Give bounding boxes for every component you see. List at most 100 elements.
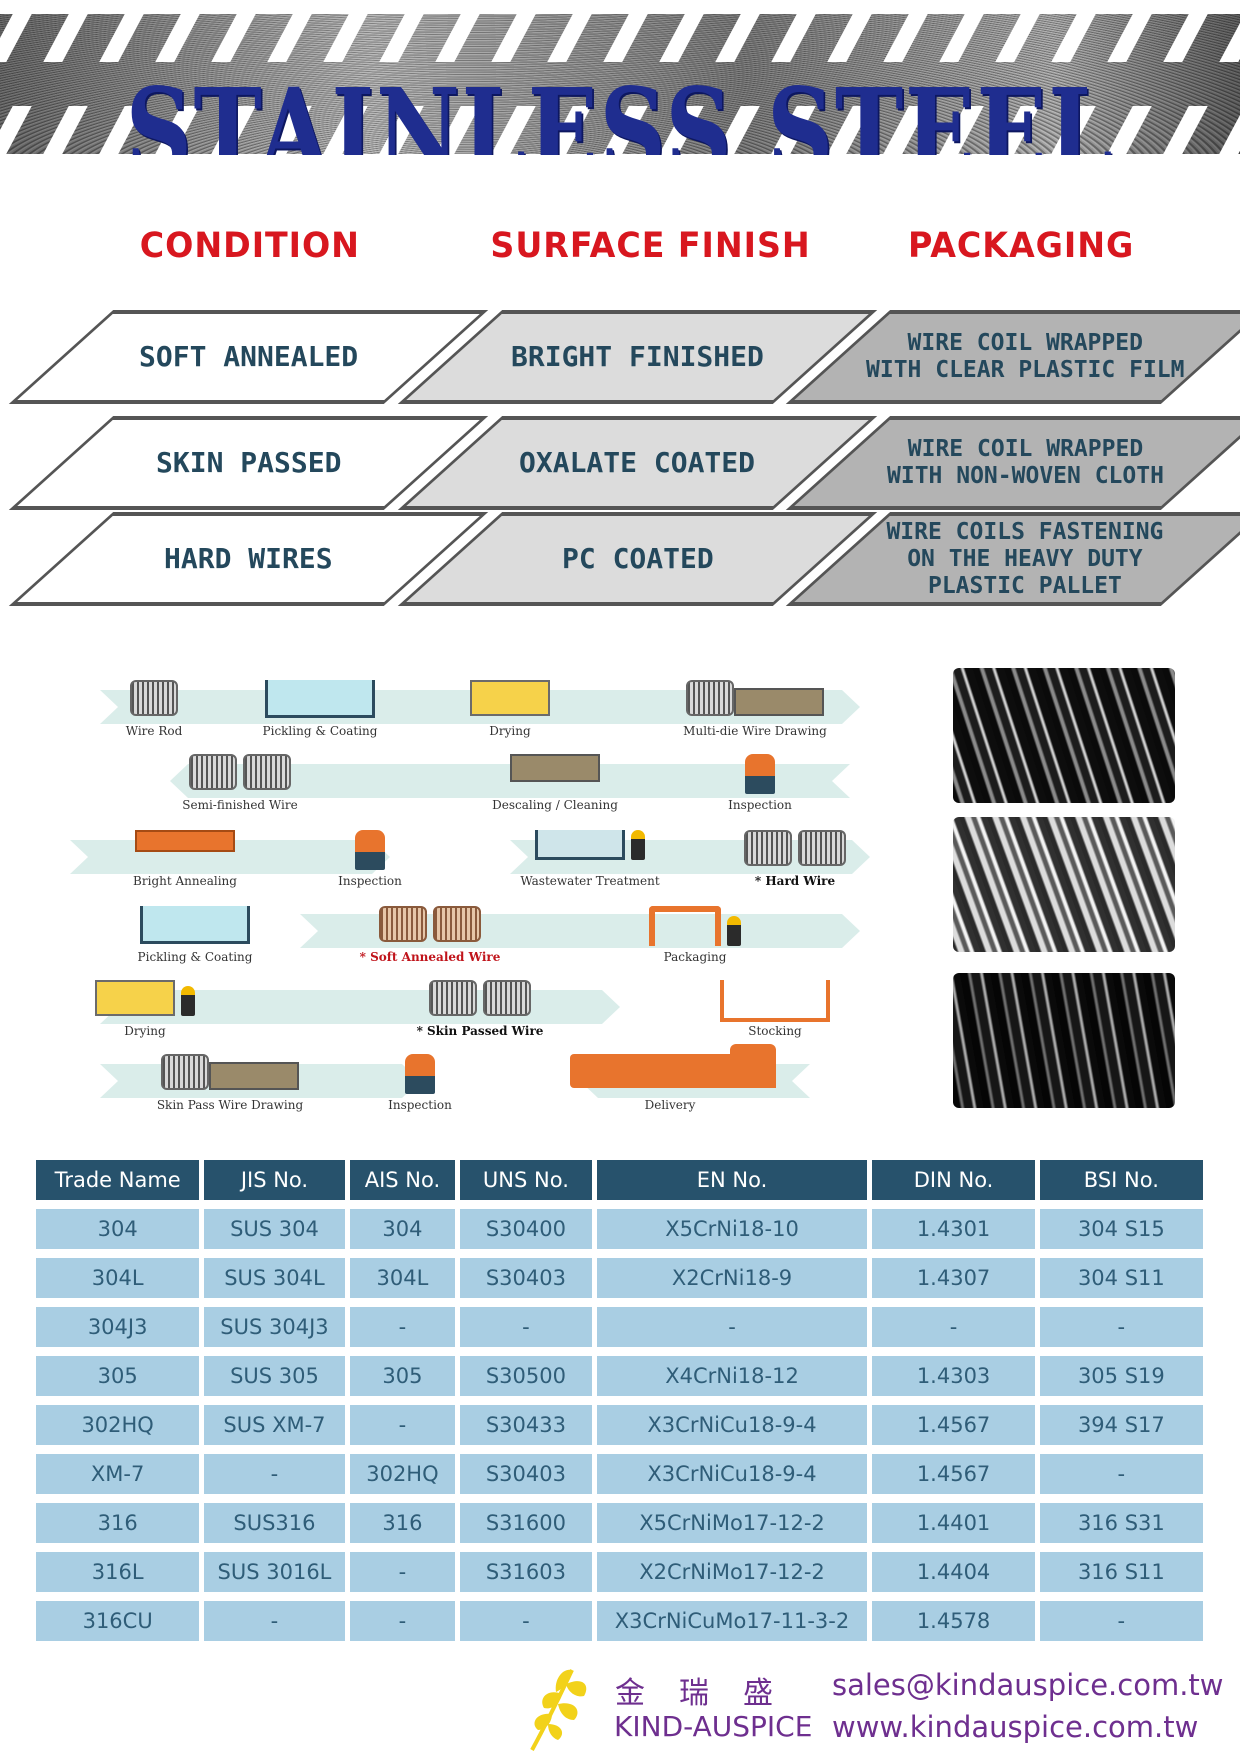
step-label: Stocking — [748, 1024, 802, 1038]
step-label: Drying — [489, 724, 531, 738]
wire-sample-photo — [953, 668, 1175, 803]
table-cell: S30500 — [460, 1356, 592, 1396]
table-cell: SUS XM-7 — [204, 1405, 345, 1445]
table-cell: 304L — [349, 1258, 456, 1298]
step-label: * Skin Passed Wire — [416, 1024, 544, 1038]
table-cell: 302HQ — [36, 1405, 200, 1445]
table-cell: - — [349, 1601, 456, 1641]
table-cell: - — [1039, 1307, 1203, 1347]
step-stocking: Stocking — [700, 980, 850, 1038]
worker-icon — [181, 986, 195, 1016]
step-pickling-coating: Pickling & Coating — [240, 680, 400, 738]
banner: STAINLESS STEEL WIRES — [0, 0, 1240, 155]
drawing-machine-icon — [734, 688, 824, 716]
table-cell: - — [1039, 1454, 1203, 1494]
wire-coil-icon — [130, 680, 178, 716]
table-cell: S30433 — [460, 1405, 592, 1445]
table-cell: - — [872, 1307, 1035, 1347]
step-semi-finished-wire: Semi-finished Wire — [150, 754, 330, 812]
step-label: Descaling / Cleaning — [492, 798, 618, 812]
table-cell: S30403 — [460, 1454, 592, 1494]
company-logo-leaf-icon — [530, 1669, 587, 1751]
table-cell: SUS 304 — [204, 1209, 345, 1249]
table-cell: 304 — [349, 1209, 456, 1249]
surface-finish-heading: SURFACE FINISH — [490, 226, 811, 266]
grade-equivalence-table: Trade Name JIS No. AIS No. UNS No. EN No… — [36, 1160, 1203, 1650]
condition-label: HARD WIRES — [164, 542, 333, 575]
table-cell: - — [349, 1552, 456, 1592]
worker-icon — [631, 830, 645, 860]
table-cell: 1.4401 — [872, 1503, 1035, 1543]
wire-coil-icon — [797, 830, 846, 866]
step-packaging: Packaging — [620, 906, 770, 964]
table-cell: X3CrNiCu18-9-4 — [596, 1454, 868, 1494]
step-label: Skin Pass Wire Drawing — [156, 1098, 304, 1112]
table-cell: 394 S17 — [1039, 1405, 1203, 1445]
table-cell: SUS316 — [204, 1503, 345, 1543]
table-cell: SUS 3016L — [204, 1552, 345, 1592]
annealing-furnace-icon — [135, 830, 235, 852]
table-cell: S31603 — [460, 1552, 592, 1592]
packaging-label-line: WITH NON-WOVEN CLOTH — [887, 463, 1164, 489]
wastewater-basin-icon — [535, 830, 625, 860]
step-label: Pickling & Coating — [137, 950, 253, 964]
table-cell: 316CU — [36, 1601, 200, 1641]
condition-label: SKIN PASSED — [155, 446, 342, 479]
process-flow-diagram: Wire Rod Pickling & Coating Drying Multi… — [60, 660, 900, 1120]
step-label: Packaging — [663, 950, 727, 964]
step-label: Wastewater Treatment — [520, 874, 660, 888]
table-cell: 304 S15 — [1039, 1209, 1203, 1249]
contact-email[interactable]: sales@kindauspice.com.tw — [832, 1668, 1224, 1702]
page-title: STAINLESS STEEL WIRES — [125, 63, 1115, 155]
table-header: AIS No. — [349, 1160, 456, 1200]
copper-coil-icon — [379, 906, 428, 942]
step-bright-annealing: Bright Annealing — [60, 830, 310, 888]
table-header: DIN No. — [872, 1160, 1035, 1200]
table-cell: 304 — [36, 1209, 200, 1249]
wire-coil-icon — [686, 680, 734, 716]
warehouse-icon — [720, 980, 830, 1022]
step-skin-pass-drawing: Skin Pass Wire Drawing — [120, 1054, 340, 1112]
packaging-heading: PACKAGING — [907, 226, 1135, 266]
step-label: Bright Annealing — [133, 874, 237, 888]
step-multi-die-drawing: Multi-die Wire Drawing — [650, 680, 860, 738]
packaging-label-line: WIRE COILS FASTENING — [887, 518, 1164, 545]
table-header-row: Trade Name JIS No. AIS No. UNS No. EN No… — [36, 1160, 1203, 1200]
table-cell: 1.4578 — [872, 1601, 1035, 1641]
step-label: Drying — [124, 1024, 166, 1038]
dryer-icon — [95, 980, 175, 1016]
table-cell: X2CrNi18-9 — [596, 1258, 868, 1298]
packaging-station-icon — [649, 906, 721, 946]
microscope-icon — [745, 754, 775, 794]
step-inspection: Inspection — [700, 754, 820, 812]
step-label: Multi-die Wire Drawing — [683, 724, 827, 738]
table-header: JIS No. — [204, 1160, 345, 1200]
website-link[interactable]: www.kindauspice.com.tw — [832, 1710, 1199, 1744]
condition-label: SOFT ANNEALED — [138, 340, 359, 373]
step-label: Inspection — [338, 874, 402, 888]
wire-coil-icon — [744, 830, 793, 866]
table-cell: - — [460, 1601, 592, 1641]
table-cell: - — [1039, 1601, 1203, 1641]
table-cell: 304J3 — [36, 1307, 200, 1347]
step-wire-rod: Wire Rod — [74, 680, 234, 738]
footer: 金瑞盛 KIND-AUSPICE sales@kindauspice.com.t… — [0, 1650, 1240, 1754]
packaging-label-line: WIRE COIL WRAPPED — [907, 436, 1144, 462]
table-cell: 316 S31 — [1039, 1503, 1203, 1543]
table-cell: - — [349, 1307, 456, 1347]
table-cell: S31600 — [460, 1503, 592, 1543]
table-cell: - — [349, 1405, 456, 1445]
table-cell: 316 S11 — [1039, 1552, 1203, 1592]
table-header: Trade Name — [36, 1160, 200, 1200]
pickling-tank-icon — [140, 906, 250, 944]
wire-coil-icon — [242, 754, 291, 790]
table-cell: 304 S11 — [1039, 1258, 1203, 1298]
table-cell: X3CrNiCuMo17-11-3-2 — [596, 1601, 868, 1641]
worker-icon — [727, 916, 741, 946]
wire-sample-photo — [953, 817, 1175, 952]
